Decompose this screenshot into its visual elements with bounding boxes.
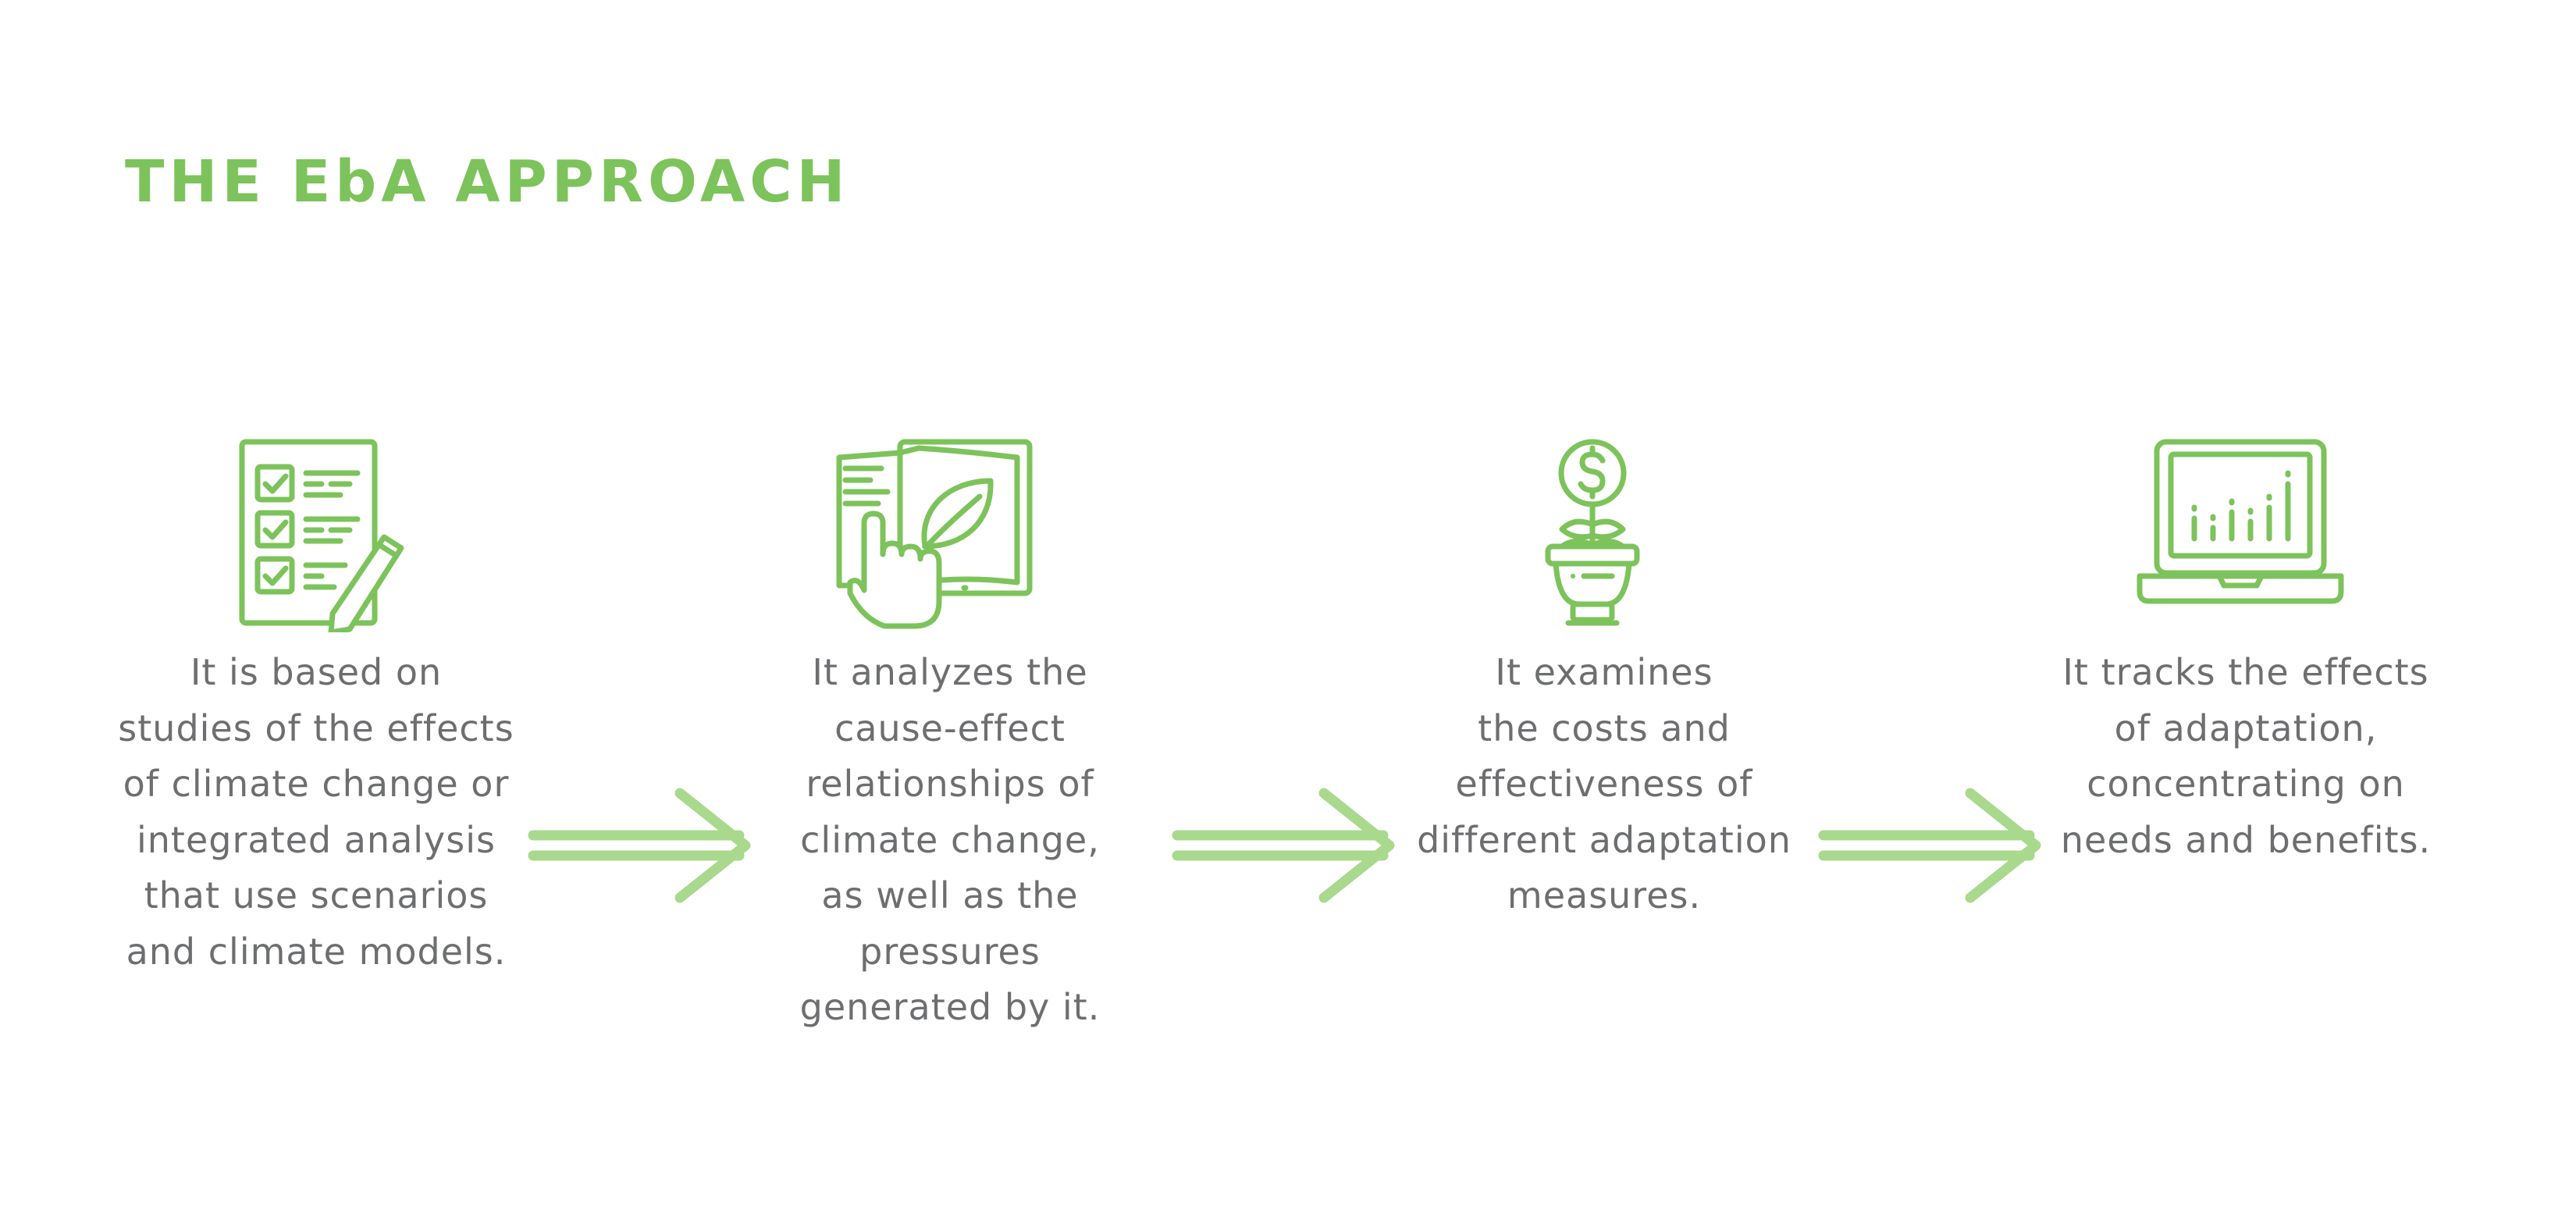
step-2-description: It analyzes the cause-effect relationshi… — [799, 651, 1101, 1028]
money-plant-icon — [1545, 439, 1640, 626]
double-arrow-right-icon — [1172, 788, 1395, 903]
laptop-chart-icon — [2137, 439, 2344, 604]
step-3-description: It examines the costs and effectiveness … — [1417, 651, 1791, 916]
page-title: THE EbA APPROACH — [125, 148, 850, 215]
double-arrow-right-icon — [528, 788, 751, 903]
double-arrow-right-icon — [1818, 788, 2041, 903]
step-1-description: It is based on studies of the effects of… — [118, 651, 514, 973]
step-4-description: It tracks the effects of adaptation, con… — [2060, 651, 2432, 861]
book-leaf-pointer-icon — [836, 439, 1033, 629]
checklist-pencil-icon — [239, 439, 404, 632]
